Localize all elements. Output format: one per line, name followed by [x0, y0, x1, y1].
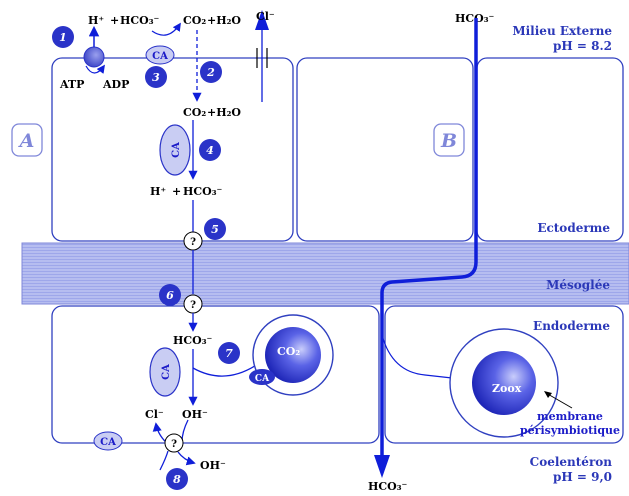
endoderme-label: Endoderme	[533, 319, 610, 333]
atp-label: ATP	[59, 78, 84, 91]
zoox-label: Zoox	[492, 382, 522, 395]
plus-internal-sign: +	[172, 185, 181, 198]
cl-top-label: Cl⁻	[256, 10, 275, 23]
ca-ectoderm-label: CA	[171, 142, 182, 158]
co2-vesicle-core	[265, 327, 321, 383]
step-3-badge	[145, 66, 167, 88]
ca-external-label: CA	[152, 51, 168, 62]
hco3-endoderm-label: HCO₃⁻	[173, 334, 213, 347]
zoox-diffusion-arrow	[381, 334, 472, 384]
plus-sign: +	[110, 14, 119, 27]
step-5-badge	[204, 218, 226, 240]
step-3-number: 3	[152, 71, 160, 84]
milieu-externe-label: Milieu Externe	[512, 24, 612, 38]
atpase-pump	[83, 46, 105, 68]
hco3-transport-path	[380, 18, 478, 460]
ectoderme-label: Ectoderme	[537, 221, 610, 235]
h2o-top-label: +H₂O	[207, 14, 241, 27]
ca-endoderm	[149, 347, 181, 397]
step-1-number: 1	[59, 31, 67, 44]
step-1-badge	[52, 26, 74, 48]
ca-basal	[93, 431, 123, 451]
membrane-label-2: périsymbiotique	[520, 424, 620, 437]
cl-internal-label: Cl⁻	[145, 408, 164, 421]
oh-external-label: OH⁻	[200, 459, 226, 472]
ectoderm-cell-right	[476, 57, 624, 242]
chloride-arrowhead	[255, 10, 269, 30]
step-2-number: 2	[206, 66, 215, 79]
panel-b-label: B	[440, 130, 457, 152]
membrane-pointer-head	[544, 391, 552, 398]
ca-vesicle-label: CA	[255, 374, 270, 384]
atp-adp-arrow	[85, 64, 105, 74]
step-8-number: 8	[173, 473, 181, 486]
step-7-number: 7	[225, 347, 233, 360]
coelenteron-label: Coelentéron	[530, 455, 613, 469]
ph-coelenteron-label: pH = 9,0	[553, 470, 612, 484]
co2-internal-label: CO₂	[183, 106, 206, 119]
cl-entry-line	[159, 450, 169, 471]
ca-external	[145, 45, 175, 65]
ca-ectoderm	[159, 124, 191, 176]
mesoglee-label: Mésoglée	[546, 278, 610, 292]
oh-internal-label: OH⁻	[182, 408, 208, 421]
transporter-8-label: ?	[171, 439, 177, 450]
ph-externe-label: pH = 8.2	[553, 39, 612, 53]
step-6-badge	[159, 284, 181, 306]
step-2-badge	[200, 61, 222, 83]
co2-vesicle-label: CO₂	[277, 345, 300, 358]
hco3-internal-label: HCO₃⁻	[183, 185, 223, 198]
step-6-number: 6	[166, 289, 174, 302]
h-plus-internal-label: H⁺	[150, 185, 166, 198]
endoderm-cell-left	[51, 305, 380, 444]
panel-a-label: A	[18, 130, 35, 152]
transporter-8	[164, 433, 184, 453]
step-8-badge	[166, 468, 188, 490]
hco3-arrowhead	[374, 455, 390, 478]
zooxanthella-sphere	[472, 351, 536, 415]
step-7-badge	[218, 342, 240, 364]
ca-vesicle	[249, 369, 275, 385]
step-5-number: 5	[211, 223, 219, 236]
step-4-number: 4	[206, 144, 214, 157]
membrane-label-1: membrane	[537, 410, 603, 423]
step-4-badge	[199, 139, 221, 161]
h-plus-label: H⁺	[88, 14, 104, 27]
oh-export-arrow	[177, 451, 196, 466]
transporter-6-label: ?	[190, 300, 196, 311]
ectoderm-cell-middle	[296, 57, 474, 242]
ca-endoderm-label: CA	[161, 364, 172, 380]
co2-top-label: CO₂	[183, 14, 206, 27]
h2o-internal-label: +H₂O	[207, 106, 241, 119]
ca-basal-label: CA	[100, 437, 116, 448]
hco3-top-label: HCO₃⁻	[120, 14, 160, 27]
panel-b-box	[433, 123, 465, 157]
hco3-coelenteron-label: HCO₃⁻	[368, 480, 408, 491]
mesoglea-band	[21, 242, 629, 305]
panel-a-box	[11, 123, 43, 157]
membrane-pointer-arrow	[545, 392, 573, 409]
transporter-5-label: ?	[190, 237, 196, 248]
dehydration-arrow	[151, 22, 181, 36]
adp-label: ADP	[102, 78, 129, 91]
